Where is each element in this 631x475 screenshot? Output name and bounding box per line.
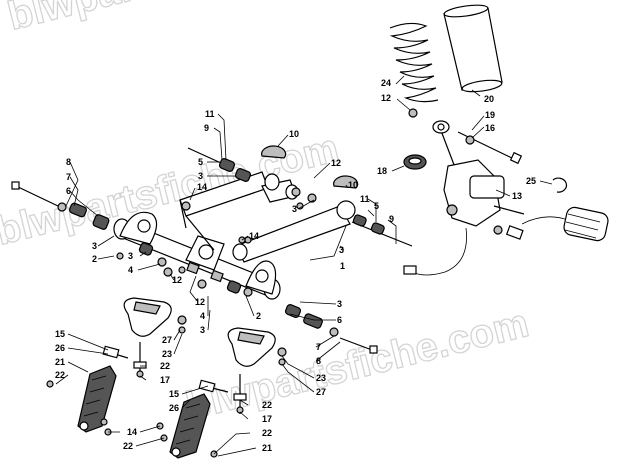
callout-9: 9	[389, 214, 394, 224]
callout-20: 20	[484, 94, 494, 104]
callout-22: 22	[55, 370, 65, 380]
callout-4: 4	[128, 265, 133, 275]
callout-5: 5	[198, 157, 203, 167]
leader-lines	[55, 75, 553, 457]
callout-7: 7	[66, 172, 71, 182]
callout-8: 8	[316, 356, 321, 366]
shock-sleeve	[443, 4, 503, 93]
callout-15: 15	[169, 389, 179, 399]
callout-3: 3	[200, 325, 205, 335]
left-axle-bolt	[11, 181, 110, 230]
callout-6: 6	[337, 315, 342, 325]
callout-22: 22	[262, 428, 272, 438]
callout-15: 15	[55, 329, 65, 339]
callout-10: 10	[348, 180, 358, 190]
coil-spring	[389, 22, 439, 103]
callout-19: 19	[485, 110, 495, 120]
left-wheel-assembly	[102, 297, 187, 378]
callout-22: 22	[160, 361, 170, 371]
callout-3: 3	[337, 299, 342, 309]
callout-17: 17	[262, 414, 272, 424]
right-lower-link	[169, 393, 218, 459]
callout-27: 27	[162, 335, 172, 345]
shock-hose-and-reservoir	[403, 206, 609, 276]
callout-24: 24	[381, 78, 391, 88]
callout-14: 14	[127, 427, 137, 437]
callout-11: 11	[205, 109, 215, 119]
callout-14: 14	[197, 182, 207, 192]
callout-13: 13	[512, 191, 522, 201]
callout-labels: 20 24 12 19 16 11 9 10 5 3 14 12 10 18 1…	[55, 78, 536, 453]
callout-9: 9	[204, 123, 209, 133]
callout-21: 21	[55, 357, 65, 367]
callout-3: 3	[198, 171, 203, 181]
callout-10: 10	[289, 129, 299, 139]
cam-upper	[261, 145, 287, 159]
watermark-text-bottom: blwpartsfiche.com	[182, 301, 533, 429]
shock-mount-bolt	[457, 131, 523, 165]
callout-5: 5	[374, 201, 379, 211]
callout-17: 17	[160, 375, 170, 385]
callout-21: 21	[262, 443, 272, 453]
callout-1: 1	[340, 261, 345, 271]
callout-16: 16	[485, 123, 495, 133]
callout-3: 3	[128, 251, 133, 261]
left-lower-link	[46, 365, 117, 433]
callout-11: 11	[360, 194, 370, 204]
callout-14: 14	[249, 231, 259, 241]
cam-lower	[333, 175, 359, 189]
callout-3: 3	[92, 241, 97, 251]
callout-12: 12	[172, 275, 182, 285]
right-axle-bolt	[284, 304, 378, 354]
callout-6: 6	[66, 186, 71, 196]
callout-23: 23	[162, 349, 172, 359]
callout-12: 12	[331, 158, 341, 168]
callout-23: 23	[316, 373, 326, 383]
callout-3: 3	[292, 204, 297, 214]
callout-22: 22	[262, 400, 272, 410]
parts-drawing	[11, 4, 609, 459]
callout-4: 4	[200, 311, 205, 321]
callout-25: 25	[526, 176, 536, 186]
shock-absorber	[432, 120, 525, 240]
shock-nut	[408, 108, 418, 118]
rear-axle-frame	[113, 171, 281, 300]
callout-18: 18	[377, 166, 387, 176]
callout-3: 3	[339, 245, 344, 255]
callout-26: 26	[55, 343, 65, 353]
callout-7: 7	[316, 342, 321, 352]
callout-12: 12	[195, 297, 205, 307]
callout-8: 8	[66, 157, 71, 167]
callout-27: 27	[316, 387, 326, 397]
callout-2: 2	[92, 254, 97, 264]
callout-12: 12	[381, 93, 391, 103]
callout-2: 2	[256, 311, 261, 321]
callout-22: 22	[123, 441, 133, 451]
watermark-text-top: blwpartsfiche.com	[4, 0, 355, 39]
washer-left	[116, 252, 124, 260]
snap-ring	[552, 177, 568, 193]
right-wheel-assembly	[198, 327, 287, 414]
callout-26: 26	[169, 403, 179, 413]
